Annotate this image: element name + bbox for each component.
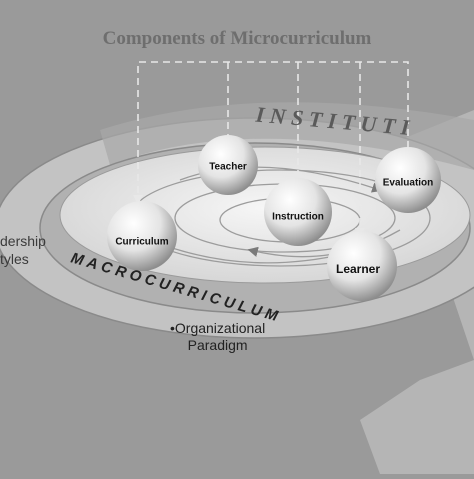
instruction-label: Instruction <box>272 211 324 223</box>
curriculum-label: Curriculum <box>115 236 169 248</box>
institution-band <box>100 102 474 170</box>
teacher-sphere <box>198 135 258 195</box>
organizational-line: •Organizational <box>170 320 266 336</box>
curriculum-sphere <box>107 201 177 271</box>
leadership-styles-label: dership tyles <box>0 232 46 268</box>
leadership-line-2: tyles <box>0 251 29 267</box>
paradigm-line: Paradigm <box>187 337 248 353</box>
evaluation-label: Evaluation <box>382 177 434 189</box>
evaluation-sphere <box>375 147 441 213</box>
leadership-line-1: dership <box>0 233 46 249</box>
teacher-label: Teacher <box>209 161 247 173</box>
learner-sphere <box>327 231 397 301</box>
dashed-connectors <box>137 61 409 238</box>
learner-label: Learner <box>335 262 381 276</box>
organizational-paradigm-label: •Organizational Paradigm <box>170 320 265 354</box>
diagram-title: Components of Microcurriculum <box>102 28 372 49</box>
instruction-sphere <box>264 178 332 246</box>
